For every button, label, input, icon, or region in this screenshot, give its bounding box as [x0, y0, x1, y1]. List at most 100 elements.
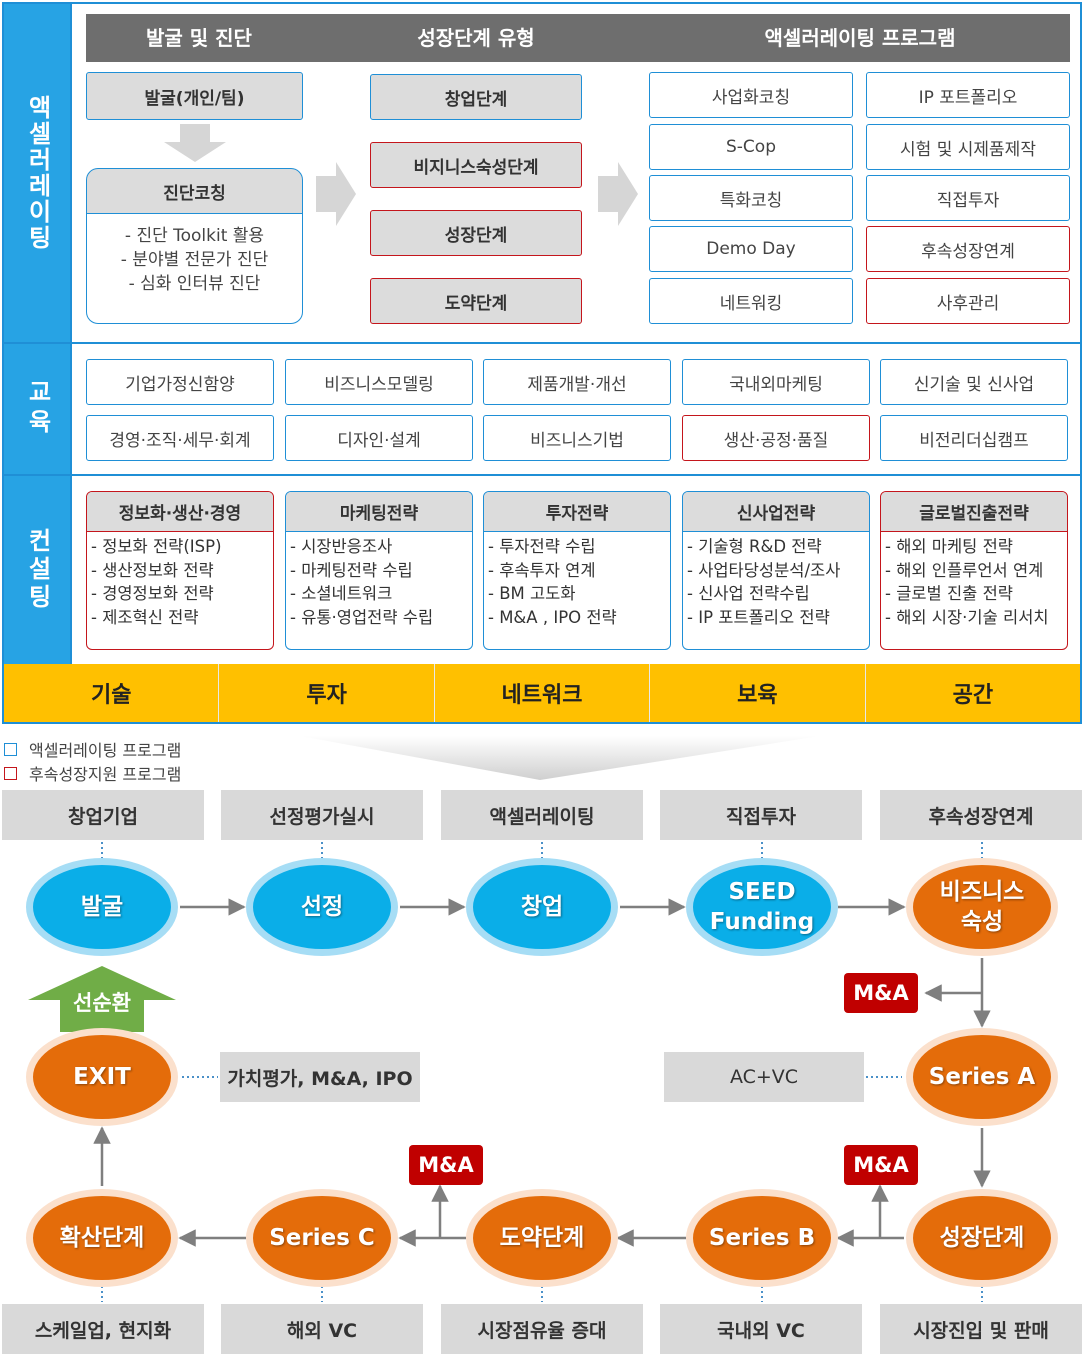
stage-circle-selection: 선정 — [246, 858, 398, 956]
header-program: 액셀러레이팅 프로그램 — [764, 26, 956, 50]
bottom-label: 시장점유율 증대 — [441, 1304, 643, 1354]
program-item: 사업화코칭 — [649, 72, 853, 118]
top-label: 창업기업 — [2, 790, 204, 840]
header-growth-type: 성장단계 유형 — [417, 26, 535, 50]
side-label-consulting-text: 컨설팅 — [23, 528, 52, 612]
consulting-item: - 해외 마케팅 전략 — [885, 537, 1013, 556]
program-item: 시험 및 시제품제작 — [866, 124, 1070, 170]
education-item: 디자인·설계 — [285, 415, 473, 461]
side-label-accelerating: 액셀러레이팅 — [4, 4, 70, 342]
growth-stage-leap: 도약단계 — [370, 278, 582, 324]
stage-circle-startup: 창업 — [466, 858, 618, 956]
stage-circle-series-b: Series B — [686, 1189, 838, 1287]
infra-item: 보육 — [650, 664, 866, 722]
side-label-accelerating-text: 액셀러레이팅 — [23, 95, 52, 251]
consulting-card-items: - 정보화 전략(ISP) - 생산정보화 전략 - 경영정보화 전략 - 제조… — [87, 532, 273, 629]
consulting-item: - BM 고도화 — [488, 584, 576, 603]
stage-circle-text: 창업 — [520, 894, 564, 920]
discovery-item: - 진단 Toolkit 활용 — [124, 226, 265, 246]
consulting-card-items: - 투자전략 수립 - 후속투자 연계 - BM 고도화 - M&A , IPO… — [484, 532, 670, 629]
consulting-item: - 생산정보화 전략 — [91, 560, 214, 580]
consulting-item: - 정보화 전략(ISP) — [91, 537, 222, 556]
stage-circle-text: EXIT — [73, 1064, 131, 1090]
top-label: 선정평가실시 — [221, 790, 423, 840]
consulting-item: - 소셜네트워크 — [290, 584, 393, 603]
consulting-card-items: - 시장반응조사 - 마케팅전략 수립 - 소셜네트워크 - 유통·영업전략 수… — [286, 532, 472, 629]
stage-circle-series-c: Series C — [246, 1189, 398, 1287]
stage-circle-leap: 도약단계 — [466, 1189, 618, 1287]
stage-circle-text: 도약단계 — [499, 1225, 585, 1251]
series-a-desc: AC+VC — [664, 1052, 864, 1102]
side-label-education: 교육 — [4, 344, 70, 474]
consulting-card-items: - 기술형 R&D 전략 - 사업타당성분석/조사 - 신사업 전략수립 - I… — [683, 532, 869, 629]
legend-accelerating: 액셀러레이팅 프로그램 — [4, 737, 181, 761]
legend-blue-text: 액셀러레이팅 프로그램 — [29, 741, 182, 760]
legend-red-square-icon — [4, 766, 17, 780]
stage-circle-text: SEED Funding — [709, 879, 815, 935]
bottom-label: 해외 VC — [221, 1304, 423, 1354]
consulting-item: - 해외 인플루언서 연계 — [885, 560, 1044, 580]
program-frame — [2, 2, 1082, 724]
consulting-item: - 기술형 R&D 전략 — [687, 537, 822, 556]
consulting-card-title: 마케팅전략 — [286, 492, 472, 532]
discovery-coaching-box: 진단코칭 — [86, 168, 303, 214]
infra-item: 공간 — [952, 683, 994, 708]
education-item: 비즈니스기법 — [483, 415, 671, 461]
infra-item: 네트워크 — [435, 664, 651, 722]
stage-circle-maturing: 비즈니스 숙성 — [906, 858, 1058, 956]
consulting-item: - 투자전략 수립 — [488, 537, 596, 556]
discovery-find-box: 발굴(개인/팀) — [86, 72, 303, 120]
program-item: 특화코칭 — [649, 175, 853, 221]
discovery-item: - 심화 인터뷰 진단 — [128, 274, 261, 294]
consulting-card: 신사업전략 - 기술형 R&D 전략 - 사업타당성분석/조사 - 신사업 전략… — [682, 491, 870, 650]
consulting-item: - IP 포트폴리오 전략 — [687, 607, 830, 627]
top-label: 액셀러레이팅 — [441, 790, 643, 840]
legend-red-text: 후속성장지원 프로그램 — [29, 765, 182, 784]
consulting-card-title: 신사업전략 — [683, 492, 869, 532]
stage-circle-text: 확산단계 — [59, 1225, 145, 1251]
bottom-label: 스케일업, 현지화 — [2, 1304, 204, 1354]
infra-item: 투자 — [219, 664, 435, 722]
stage-circle-discovery: 발굴 — [26, 858, 178, 956]
consulting-item: - 유통·영업전략 수립 — [290, 607, 434, 627]
education-item: 기업가정신함양 — [86, 359, 274, 405]
funnel-shape — [300, 736, 820, 780]
ma-badge: M&A — [844, 1145, 918, 1185]
education-item: 생산·공정·품질 — [682, 415, 870, 461]
legend-follow-up: 후속성장지원 프로그램 — [4, 761, 181, 785]
bottom-label: 국내외 VC — [660, 1304, 862, 1354]
ma-badge: M&A — [844, 973, 918, 1013]
consulting-card: 투자전략 - 투자전략 수립 - 후속투자 연계 - BM 고도화 - M&A … — [483, 491, 671, 650]
consulting-card: 정보화·생산·경영 - 정보화 전략(ISP) - 생산정보화 전략 - 경영정… — [86, 491, 274, 650]
stage-circle-series-a: Series A — [906, 1028, 1058, 1126]
stage-circle-text: Series B — [708, 1225, 816, 1251]
consulting-card: 마케팅전략 - 시장반응조사 - 마케팅전략 수립 - 소셜네트워크 - 유통·… — [285, 491, 473, 650]
consulting-card-title: 글로벌진출전략 — [881, 492, 1067, 532]
program-item: 직접투자 — [866, 175, 1070, 221]
exit-desc: 가치평가, M&A, IPO — [220, 1052, 420, 1102]
consulting-item: - 경영정보화 전략 — [91, 584, 214, 603]
education-item: 신기술 및 신사업 — [880, 359, 1068, 405]
stage-circle-text: 발굴 — [80, 894, 124, 920]
top-label: 후속성장연계 — [880, 790, 1082, 840]
infra-bar: 기술 투자 네트워크 보육 공간 — [4, 664, 1080, 722]
education-item: 비전리더십캠프 — [880, 415, 1068, 461]
consulting-item: - 후속투자 연계 — [488, 560, 596, 580]
stage-circle-expansion: 확산단계 — [26, 1189, 178, 1287]
program-item: Demo Day — [649, 226, 853, 272]
consulting-item: - 글로벌 진출 전략 — [885, 584, 1013, 603]
side-label-education-text: 교육 — [23, 379, 52, 439]
legend-blue-square-icon — [4, 742, 17, 756]
stage-circle-seed: SEED Funding — [686, 858, 838, 956]
program-item: 후속성장연계 — [866, 226, 1070, 272]
consulting-item: - 사업타당성분석/조사 — [687, 560, 841, 580]
side-label-consulting: 컨설팅 — [4, 476, 70, 664]
consulting-card-title: 정보화·생산·경영 — [87, 492, 273, 532]
consulting-item: - 마케팅전략 수립 — [290, 560, 413, 580]
education-item: 제품개발·개선 — [483, 359, 671, 405]
header-discovery: 발굴 및 진단 — [146, 26, 252, 50]
stage-circle-growth: 성장단계 — [906, 1189, 1058, 1287]
stage-circle-text: Series A — [928, 1064, 1036, 1090]
consulting-card-title: 투자전략 — [484, 492, 670, 532]
program-item: 사후관리 — [866, 278, 1070, 324]
